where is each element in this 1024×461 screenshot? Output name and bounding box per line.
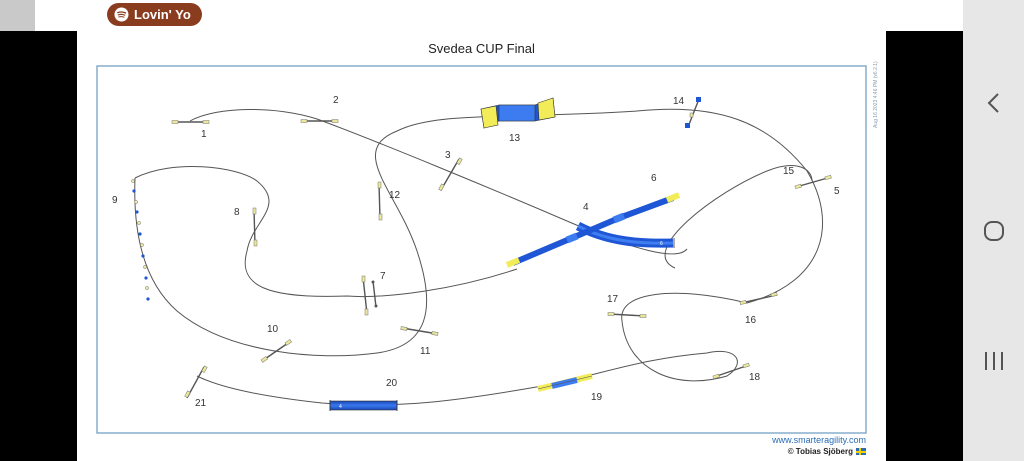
number-2: 2 — [333, 95, 339, 106]
circle-icon — [983, 221, 1004, 241]
number-17: 17 — [607, 294, 619, 305]
number-14: 14 — [673, 96, 685, 107]
jump-10 — [260, 339, 292, 363]
date-stamp: Aug 16 2023 4:46 PM (v6.2.1) — [873, 61, 879, 128]
number-5: 5 — [834, 186, 840, 197]
jump-5 — [794, 174, 832, 190]
spotify-track-label: Lovin' Yo — [134, 7, 191, 22]
tire-13 — [480, 97, 556, 129]
number-11: 11 — [420, 346, 431, 357]
back-button[interactable] — [963, 78, 1024, 128]
tunnel-6-label: 6 — [660, 241, 663, 247]
number-10: 10 — [267, 324, 279, 335]
dog-path — [134, 108, 824, 406]
jump-7 — [361, 275, 378, 316]
course-map: Aug 16 2023 4:46 PM (v6.2.1) — [96, 61, 879, 434]
jump-16 — [739, 292, 778, 305]
credit-text: © Tobias Sjöberg — [787, 447, 853, 456]
jump-21 — [184, 365, 208, 399]
obstacle-19 — [537, 373, 593, 392]
credit: © Tobias Sjöberg — [788, 447, 866, 456]
jump-8 — [252, 207, 258, 247]
weave-poles-9 — [131, 179, 150, 301]
number-20: 20 — [386, 378, 398, 389]
spotify-icon — [114, 7, 129, 22]
letterbox-left — [0, 31, 77, 461]
status-bar-left — [0, 0, 35, 31]
number-6: 6 — [651, 173, 657, 184]
number-4: 4 — [583, 202, 589, 213]
number-21: 21 — [195, 398, 207, 409]
course-title: Svedea CUP Final — [428, 41, 535, 56]
jump-18 — [712, 362, 750, 380]
tunnel-20: 4 — [329, 400, 398, 411]
home-button[interactable] — [963, 206, 1024, 256]
jump-1 — [171, 120, 210, 124]
jump-11 — [400, 326, 439, 336]
android-nav-bar — [963, 0, 1024, 461]
tunnel-20-label: 4 — [339, 404, 342, 410]
spotify-now-playing-pill[interactable]: Lovin' Yo — [107, 3, 202, 26]
number-8: 8 — [234, 207, 240, 218]
jump-14 — [685, 97, 701, 128]
status-bar: Lovin' Yo — [0, 0, 1024, 31]
number-16: 16 — [745, 315, 757, 326]
number-12: 12 — [389, 190, 401, 201]
site-link[interactable]: www.smarteragility.com — [772, 435, 866, 445]
number-3: 3 — [445, 150, 451, 161]
dogwalk-4 — [505, 192, 681, 268]
number-1: 1 — [201, 129, 207, 140]
number-7: 7 — [380, 271, 386, 282]
jump-12 — [377, 181, 383, 221]
number-9: 9 — [112, 195, 118, 206]
letterbox-right — [886, 31, 963, 461]
jump-2 — [300, 119, 339, 123]
recents-button[interactable] — [963, 336, 1024, 386]
swedish-flag-icon — [856, 448, 866, 455]
number-18: 18 — [749, 372, 761, 383]
ring-border — [96, 65, 867, 434]
jump-3 — [438, 157, 463, 191]
three-bars-icon — [984, 352, 1003, 370]
number-19: 19 — [591, 392, 603, 403]
number-15: 15 — [783, 166, 795, 177]
chevron-left-icon — [987, 93, 999, 113]
jump-17 — [607, 312, 647, 318]
number-13: 13 — [509, 133, 521, 144]
course-map-page: Svedea CUP Final Aug 16 2023 4:46 PM (v6… — [77, 31, 886, 461]
